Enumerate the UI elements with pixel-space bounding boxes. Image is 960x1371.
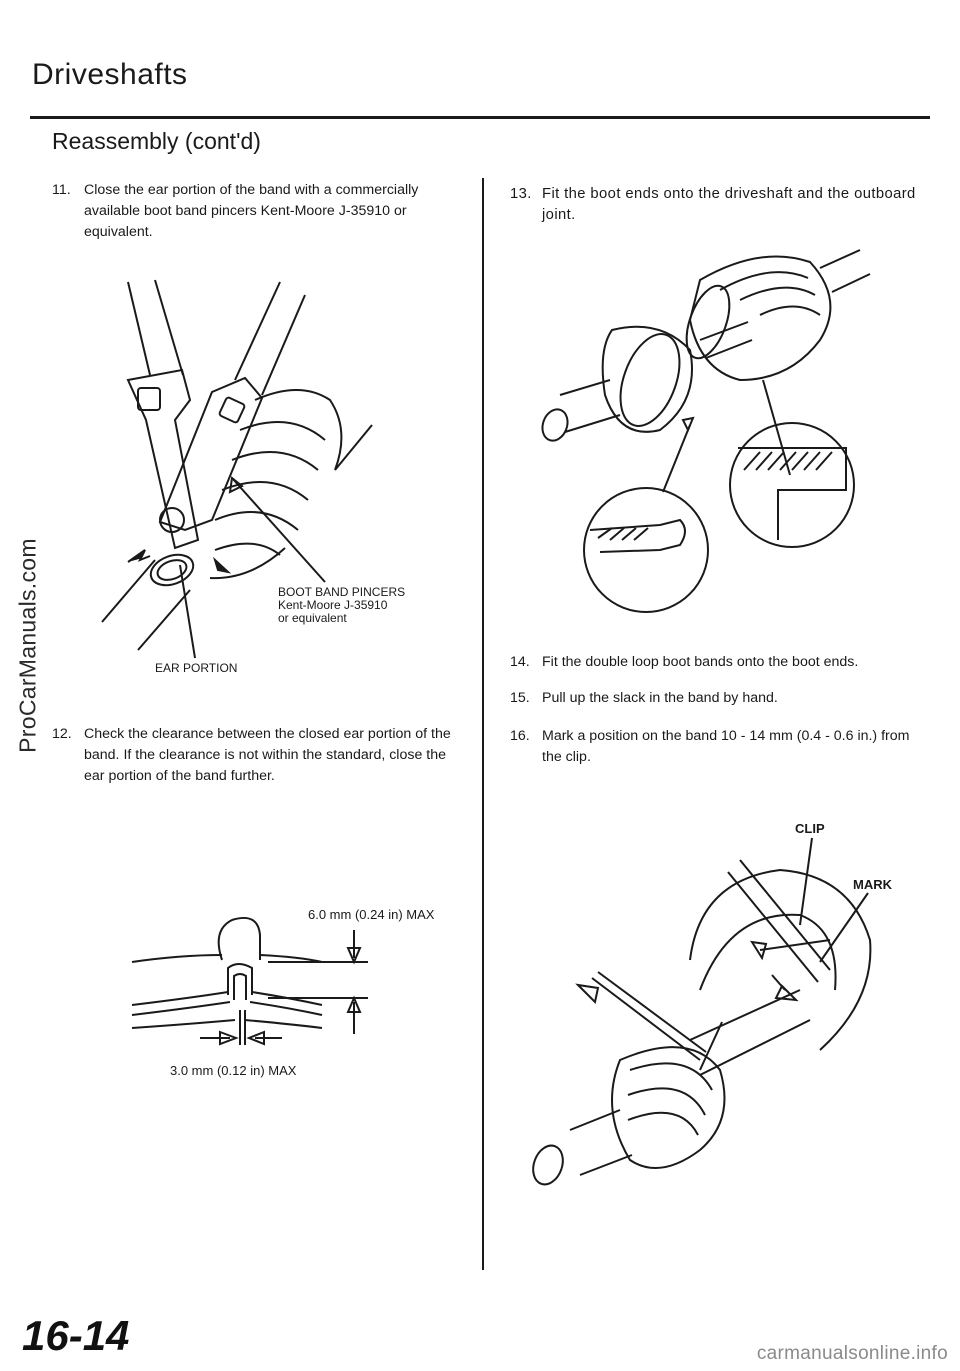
pincers-label: BOOT BAND PINCERS Kent-Moore J-35910 or … bbox=[278, 586, 405, 625]
step-14: 14. Fit the double loop boot bands onto … bbox=[510, 652, 920, 673]
height-dimension-label: 6.0 mm (0.24 in) MAX bbox=[308, 907, 435, 922]
column-divider bbox=[482, 178, 484, 1270]
section-title: Driveshafts bbox=[32, 58, 188, 91]
header-rule bbox=[30, 116, 930, 119]
step-text: Pull up the slack in the band by hand. bbox=[542, 690, 778, 706]
page-number: 16-14 bbox=[22, 1312, 130, 1359]
width-dimension-label: 3.0 mm (0.12 in) MAX bbox=[170, 1063, 297, 1078]
step-number: 11. bbox=[52, 182, 71, 198]
step-13: 13. Fit the boot ends onto the driveshaf… bbox=[510, 184, 920, 226]
step-number: 16. bbox=[510, 728, 530, 744]
step-15: 15. Pull up the slack in the band by han… bbox=[510, 688, 920, 709]
step-number: 14. bbox=[510, 654, 530, 670]
subsection-title: Reassembly (cont'd) bbox=[52, 128, 261, 154]
pincers-label-line-3: or equivalent bbox=[278, 611, 347, 625]
mark-label: MARK bbox=[853, 877, 892, 892]
step-text: Close the ear portion of the band with a… bbox=[84, 182, 419, 240]
step-text: Fit the boot ends onto the driveshaft an… bbox=[542, 186, 916, 223]
footer-url: carmanualsonline.info bbox=[756, 1343, 948, 1364]
watermark-text: ProCarManuals.com bbox=[14, 538, 41, 753]
step-number: 15. bbox=[510, 690, 530, 706]
step-text: Check the clearance between the closed e… bbox=[84, 726, 451, 784]
clip-label: CLIP bbox=[795, 821, 825, 836]
step-text: Fit the double loop boot bands onto the … bbox=[542, 654, 859, 670]
step-16: 16. Mark a position on the band 10 - 14 … bbox=[510, 726, 920, 768]
step-number: 12. bbox=[52, 726, 72, 742]
step-text: Mark a position on the band 10 - 14 mm (… bbox=[542, 728, 910, 765]
pincers-label-line-2: Kent-Moore J-35910 bbox=[278, 598, 388, 612]
pincers-label-line-1: BOOT BAND PINCERS bbox=[278, 585, 406, 599]
step-12: 12. Check the clearance between the clos… bbox=[52, 724, 452, 787]
step-number: 13. bbox=[510, 186, 532, 202]
ear-portion-label: EAR PORTION bbox=[155, 661, 238, 675]
step-11: 11. Close the ear portion of the band wi… bbox=[52, 180, 452, 243]
